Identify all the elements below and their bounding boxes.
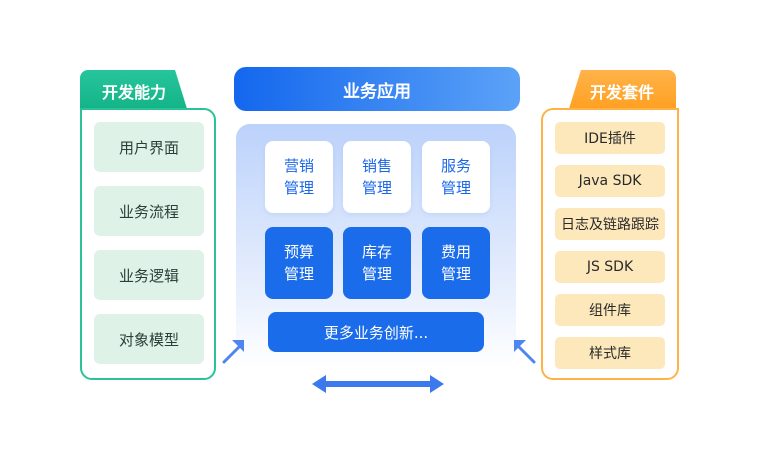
tile-label: 服务	[440, 157, 471, 175]
dev-kit-panel: IDE插件 Java SDK 日志及链路跟踪 JS SDK 组件库 样式库	[541, 108, 679, 380]
kit-item-component-lib: 组件库	[555, 294, 665, 326]
tile-expense: 费用 管理	[422, 227, 490, 299]
tile-label: 管理	[361, 179, 392, 197]
tile-label: 预算	[283, 243, 314, 261]
kit-item-js-sdk: JS SDK	[555, 251, 665, 283]
kit-item-style-lib: 样式库	[555, 337, 665, 369]
tile-label: 管理	[361, 265, 392, 283]
tile-sales: 销售 管理	[343, 141, 411, 213]
tile-label: 管理	[440, 265, 471, 283]
tile-label: 管理	[440, 179, 471, 197]
tile-inventory: 库存 管理	[343, 227, 411, 299]
dev-kit-title: 开发套件	[568, 70, 676, 112]
tile-label: 管理	[283, 265, 314, 283]
tile-service: 服务 管理	[422, 141, 490, 213]
capability-item-process: 业务流程	[94, 186, 204, 236]
capability-item-model: 对象模型	[94, 314, 204, 364]
more-innovation-bar: 更多业务创新...	[268, 312, 484, 352]
capability-item-ui: 用户界面	[94, 122, 204, 172]
tile-label: 销售	[361, 157, 392, 175]
tile-marketing: 营销 管理	[265, 141, 333, 213]
dev-capability-title: 开发能力	[80, 70, 188, 112]
tile-label: 库存	[361, 243, 392, 261]
tile-budget: 预算 管理	[265, 227, 333, 299]
arrow-left-to-center-icon	[222, 340, 244, 364]
tile-label: 营销	[283, 157, 314, 175]
kit-item-java-sdk: Java SDK	[555, 165, 665, 197]
arrow-right-to-center-icon	[514, 340, 536, 364]
tile-label: 管理	[283, 179, 314, 197]
business-app-title: 业务应用	[234, 67, 520, 111]
tile-label: 费用	[440, 243, 471, 261]
kit-item-ide-plugin: IDE插件	[555, 122, 665, 154]
double-arrow-icon	[312, 375, 444, 393]
dev-capability-panel: 用户界面 业务流程 业务逻辑 对象模型	[80, 108, 216, 380]
business-app-panel: 营销 管理 销售 管理 服务 管理 预算 管理 库存 管理 费用 管理 更多业务…	[236, 124, 516, 368]
kit-item-logging-tracing: 日志及链路跟踪	[555, 208, 665, 240]
capability-item-logic: 业务逻辑	[94, 250, 204, 300]
